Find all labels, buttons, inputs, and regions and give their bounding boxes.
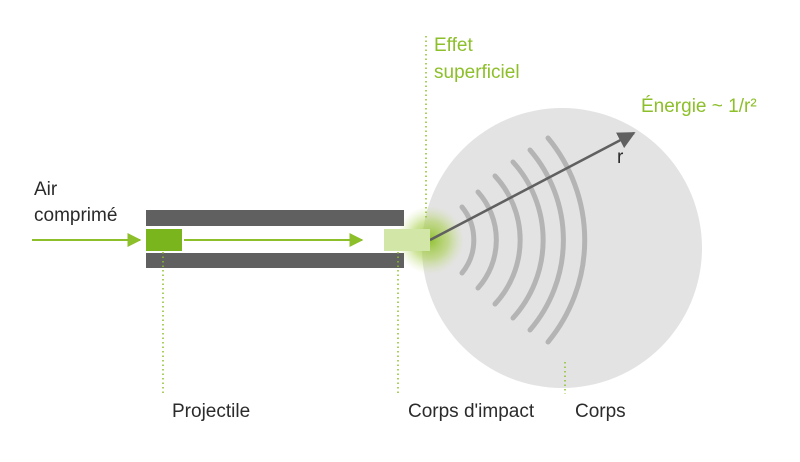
projectile-block — [146, 229, 182, 251]
label-surface-line1: Effet — [434, 35, 473, 56]
wave-arc-5 — [527, 147, 566, 333]
label-impact-body: Corps d'impact — [408, 401, 535, 422]
label-surface-line2: superficiel — [434, 62, 520, 83]
wave-arc-3 — [492, 173, 523, 307]
label-energy: Énergie ~ 1/r² — [641, 96, 757, 117]
impact-body-block — [384, 229, 430, 251]
label-air-line2: comprimé — [34, 205, 118, 226]
wave-arc-2 — [475, 189, 499, 291]
label-projectile: Projectile — [172, 401, 251, 422]
wave-arc-4 — [510, 159, 546, 321]
label-body: Corps — [575, 401, 626, 422]
wave-arc-1 — [459, 204, 477, 276]
wave-arc-6 — [545, 135, 588, 345]
barrel-top-wall — [146, 210, 404, 226]
radius-arrow — [429, 131, 636, 242]
wave-arcs — [459, 135, 588, 345]
barrel-bottom-wall — [146, 253, 404, 268]
label-radius: r — [617, 147, 624, 168]
label-air-line1: Air — [34, 179, 58, 200]
